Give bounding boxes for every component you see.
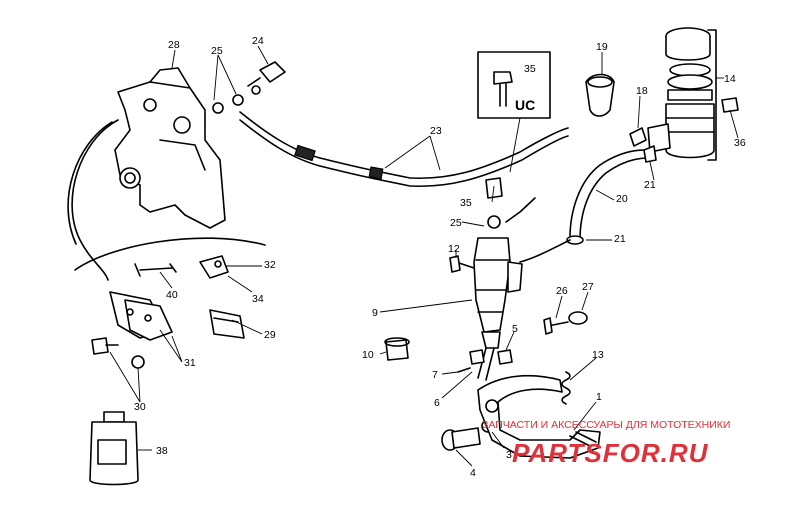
callout-26: 26 (556, 285, 568, 297)
callout-21-lower: 21 (614, 233, 626, 245)
reservoir-hose (519, 149, 649, 263)
uc-bolt-box (477, 51, 551, 173)
callout-9: 9 (372, 307, 378, 319)
hose-clip (585, 73, 615, 117)
callout-31: 31 (184, 357, 196, 369)
callout-labels: 28 25 24 35 UC 19 14 18 36 23 35 21 20 2… (134, 35, 746, 479)
watermark-tagline: ЗАПЧАСТИ И АКСЕССУАРЫ ДЛЯ МОТОТЕХНИКИ (482, 419, 730, 431)
callout-25-upper: 25 (211, 45, 223, 57)
callout-34: 34 (252, 293, 264, 305)
return-spring (561, 371, 571, 405)
watermark-brand: PARTSFOR.RU (512, 438, 709, 468)
bumper-27 (568, 311, 588, 325)
callout-3: 3 (506, 449, 512, 461)
detail-boundary (74, 237, 266, 271)
callout-38: 38 (156, 445, 168, 457)
callout-6: 6 (434, 397, 440, 409)
callout-21-upper: 21 (644, 179, 656, 191)
callout-1: 1 (596, 391, 602, 403)
bleed-screw (247, 61, 286, 87)
callout-32: 32 (264, 259, 276, 271)
callout-4: 4 (470, 467, 476, 479)
callout-35-lower: 35 (460, 197, 472, 209)
callout-29: 29 (264, 329, 276, 341)
brake-line-loop (71, 119, 119, 281)
callout-30: 30 (134, 401, 146, 413)
callout-7: 7 (432, 369, 438, 381)
brake-pedal (477, 374, 601, 459)
pin-bolts (91, 337, 109, 355)
pad-clip (209, 309, 245, 339)
callout-5: 5 (512, 323, 518, 335)
callout-25-lower: 25 (450, 217, 462, 229)
brake-fluid-bottle (89, 411, 139, 486)
callout-18: 18 (636, 85, 648, 97)
callout-27: 27 (582, 281, 594, 293)
callout-23: 23 (430, 125, 442, 137)
washers-upper (212, 85, 261, 114)
callout-28: 28 (168, 39, 180, 51)
master-cylinder (449, 177, 536, 349)
brake-hose (239, 111, 569, 188)
callout-20: 20 (616, 193, 628, 205)
bushing (385, 339, 409, 361)
brake-caliper (114, 67, 226, 229)
cap-36 (721, 97, 739, 113)
callout-10: 10 (362, 349, 374, 361)
brake-pads (109, 291, 173, 341)
callout-19: 19 (596, 41, 608, 53)
clamp-21 (643, 145, 657, 163)
callout-uc: UC (515, 97, 535, 113)
callout-36: 36 (734, 137, 746, 149)
callout-14: 14 (724, 73, 736, 85)
screw-18 (629, 127, 647, 147)
callout-40: 40 (166, 289, 178, 301)
fluid-reservoir (647, 27, 717, 161)
leader-lines (109, 45, 739, 467)
callout-12: 12 (448, 243, 460, 255)
watermark: ЗАПЧАСТИ И АКСЕССУАРЫ ДЛЯ МОТОТЕХНИКИ PA… (482, 419, 730, 468)
callout-13: 13 (592, 349, 604, 361)
callout-24: 24 (252, 35, 264, 47)
pad-spring (199, 255, 229, 279)
callout-35-upper: 35 (524, 63, 536, 75)
pin-40 (134, 263, 177, 277)
